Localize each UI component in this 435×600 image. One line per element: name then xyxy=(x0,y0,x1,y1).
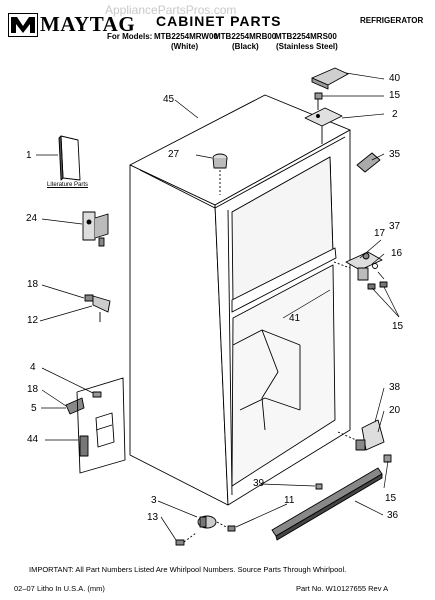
part-1-literature xyxy=(58,135,81,181)
part-3-leveler xyxy=(175,515,236,546)
maytag-m-icon xyxy=(8,12,38,37)
part-18-12-hinge-pin xyxy=(84,294,111,322)
callout-38: 38 xyxy=(389,382,401,393)
callout-24: 24 xyxy=(26,213,38,224)
callout-44: 44 xyxy=(27,434,39,445)
leader-lines xyxy=(36,72,400,541)
part-36-grille xyxy=(271,467,383,541)
callout-5: 5 xyxy=(31,403,37,414)
part-17-middle-hinge xyxy=(333,251,388,290)
model-stainless: MTB2254MRS00 xyxy=(275,32,337,41)
callout-40: 40 xyxy=(389,73,401,84)
model-black-variant: (Black) xyxy=(232,42,259,51)
callout-15-middle: 15 xyxy=(392,321,404,332)
callout-18-upper: 18 xyxy=(27,279,39,290)
watermark: AppliancePartsPros.com xyxy=(105,3,237,17)
part-24-bracket xyxy=(82,211,109,247)
callout-17: 17 xyxy=(374,228,386,239)
callout-4: 4 xyxy=(30,362,36,373)
callout-20: 20 xyxy=(389,405,401,416)
model-white-variant: (White) xyxy=(171,42,199,51)
models-prefix: For Models: xyxy=(107,32,153,41)
maytag-logo: MAYTAG xyxy=(8,12,135,37)
important-notice: IMPORTANT: All Part Numbers Listed Are W… xyxy=(29,565,347,574)
callout-16: 16 xyxy=(391,248,403,259)
page-title: CABINET PARTS xyxy=(156,13,282,29)
part-40-hinge-cover xyxy=(311,67,349,90)
callout-12: 12 xyxy=(27,315,39,326)
part-15-top-screw xyxy=(314,92,323,110)
callout-37: 37 xyxy=(389,221,401,232)
callout-11: 11 xyxy=(284,495,295,506)
callout-15-bottom: 15 xyxy=(385,493,397,504)
callout-45: 45 xyxy=(163,94,175,105)
callout-39: 39 xyxy=(253,478,265,489)
litho-note: 02–07 Litho In U.S.A. (mm) xyxy=(14,584,105,593)
callout-35: 35 xyxy=(389,149,401,160)
part-2-top-hinge xyxy=(304,107,343,144)
part-5-bracket xyxy=(65,397,85,415)
part-number: Part No. W10127655 Rev A xyxy=(296,584,389,593)
callout-2: 2 xyxy=(392,109,398,120)
callout-27: 27 xyxy=(168,149,180,160)
literature-parts-label: Literature Parts xyxy=(47,182,89,188)
callout-15-top: 15 xyxy=(389,90,401,101)
part-27-door-stop xyxy=(212,153,228,195)
callout-41: 41 xyxy=(289,313,301,324)
callout-3: 3 xyxy=(151,495,157,506)
cabinet-45 xyxy=(129,94,351,506)
model-stainless-variant: (Stainless Steel) xyxy=(276,42,338,51)
part-44-lower-bracket xyxy=(76,377,126,474)
part-38-bottom-hinge xyxy=(337,419,392,463)
part-35-wedge xyxy=(356,152,381,173)
callout-1: 1 xyxy=(26,150,32,161)
category-label: REFRIGERATOR xyxy=(360,16,424,25)
callout-18-lower: 18 xyxy=(27,384,39,395)
callout-36: 36 xyxy=(387,510,399,521)
model-black: MTB2254MRB00 xyxy=(214,32,277,41)
part-4-spacer xyxy=(92,391,102,398)
callout-13: 13 xyxy=(147,512,159,523)
brand-name: MAYTAG xyxy=(40,12,136,36)
model-white: MTB2254MRW00 xyxy=(154,32,218,41)
part-39-screw xyxy=(315,483,323,490)
